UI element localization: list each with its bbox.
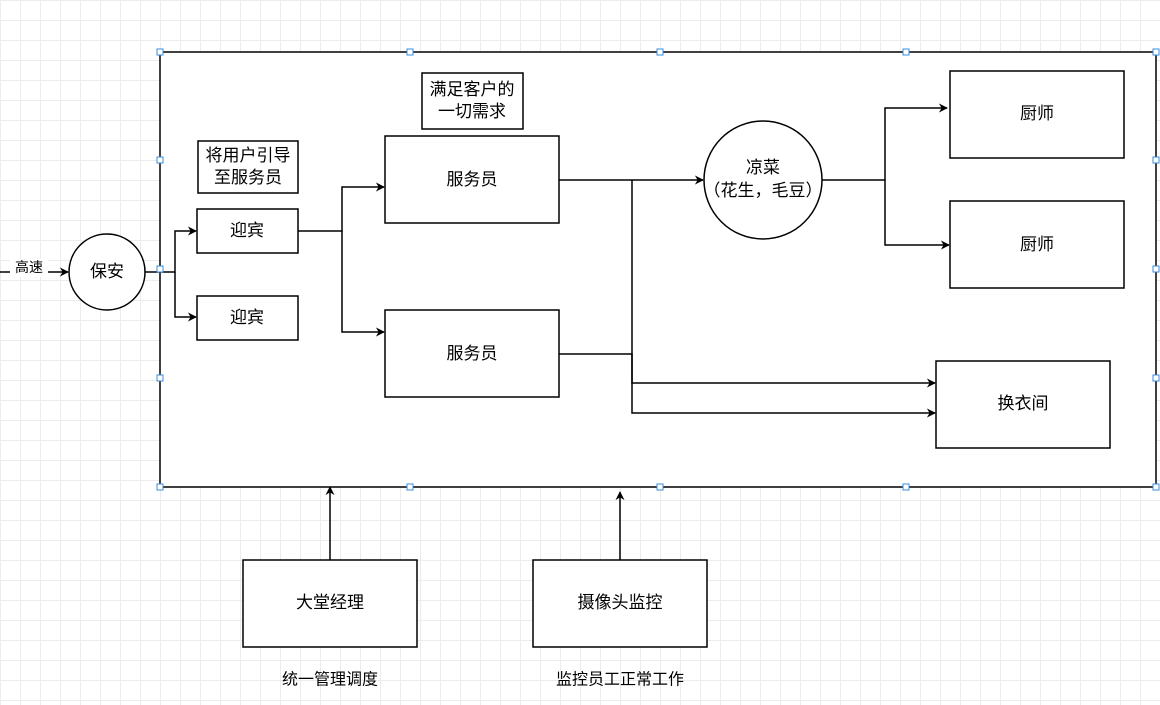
waiter-bottom-node[interactable] (384, 309, 560, 398)
edge-greeter-waiter-bottom[interactable] (341, 231, 385, 337)
cold-dish-line1: 凉菜 (746, 158, 780, 178)
caption-manager: 统一管理调度 (282, 670, 378, 689)
lobby-manager-node[interactable] (242, 559, 418, 648)
note-satisfy-box[interactable] (421, 72, 524, 130)
chef-top-label: 厨师 (1020, 104, 1054, 124)
note-satisfy-line2: 一切需求 (438, 102, 506, 122)
camera-node[interactable] (532, 559, 708, 648)
note-satisfy-line1: 满足客户的 (430, 80, 515, 100)
edge-cold-dish-chef-top[interactable] (822, 103, 948, 181)
changing-room-node[interactable] (935, 360, 1111, 449)
chef-bottom-node[interactable] (949, 200, 1125, 289)
camera-label: 摄像头监控 (578, 593, 663, 613)
edges (0, 103, 950, 560)
selection-handle[interactable] (156, 48, 164, 56)
waiter-top-node[interactable] (384, 135, 560, 224)
selection-handle[interactable] (406, 48, 414, 56)
selection-handle[interactable] (656, 483, 664, 491)
selection-handle[interactable] (156, 265, 164, 273)
greeter-bottom-node[interactable] (196, 295, 299, 341)
caption-camera: 监控员工正常工作 (556, 670, 684, 689)
selection-handle[interactable] (1152, 265, 1160, 273)
selection-handle[interactable] (156, 483, 164, 491)
waiter-bottom-label: 服务员 (447, 344, 498, 364)
selection-handles (156, 48, 1160, 491)
selection-handle[interactable] (406, 483, 414, 491)
cold-dish-line2: （花生，毛豆） (704, 181, 823, 201)
greeter-top-label: 迎宾 (230, 221, 264, 241)
selection-handle[interactable] (656, 48, 664, 56)
selection-handle[interactable] (902, 483, 910, 491)
lobby-manager-label: 大堂经理 (296, 593, 364, 613)
greeter-top-node[interactable] (196, 208, 299, 254)
chef-bottom-label: 厨师 (1020, 235, 1054, 255)
selection-handle[interactable] (902, 48, 910, 56)
changing-room-label: 换衣间 (998, 394, 1049, 414)
selection-handle[interactable] (1152, 374, 1160, 382)
chef-top-node[interactable] (949, 70, 1125, 159)
selection-handle[interactable] (1152, 483, 1160, 491)
security-node[interactable] (68, 233, 146, 311)
edge-greeter-waiter-top[interactable] (298, 182, 385, 232)
greeter-bottom-label: 迎宾 (230, 308, 264, 328)
selection-handle[interactable] (1152, 156, 1160, 164)
security-label: 保安 (90, 262, 124, 282)
highway-label: 高速 (15, 259, 43, 276)
selection-handle[interactable] (156, 156, 164, 164)
selection-handle[interactable] (1152, 48, 1160, 56)
selection-handle[interactable] (156, 374, 164, 382)
edge-cold-dish-chef-bottom[interactable] (884, 180, 950, 250)
waiter-top-label: 服务员 (447, 170, 498, 190)
edge-waiter-top-changing-room[interactable] (631, 180, 936, 418)
note-guide-line1: 将用户引导 (206, 146, 291, 166)
edge-security-greeter-bottom[interactable] (174, 272, 197, 322)
note-guide-line2: 至服务员 (214, 168, 282, 188)
note-guide-box[interactable] (197, 140, 299, 194)
cold-dish-node[interactable] (703, 120, 823, 240)
